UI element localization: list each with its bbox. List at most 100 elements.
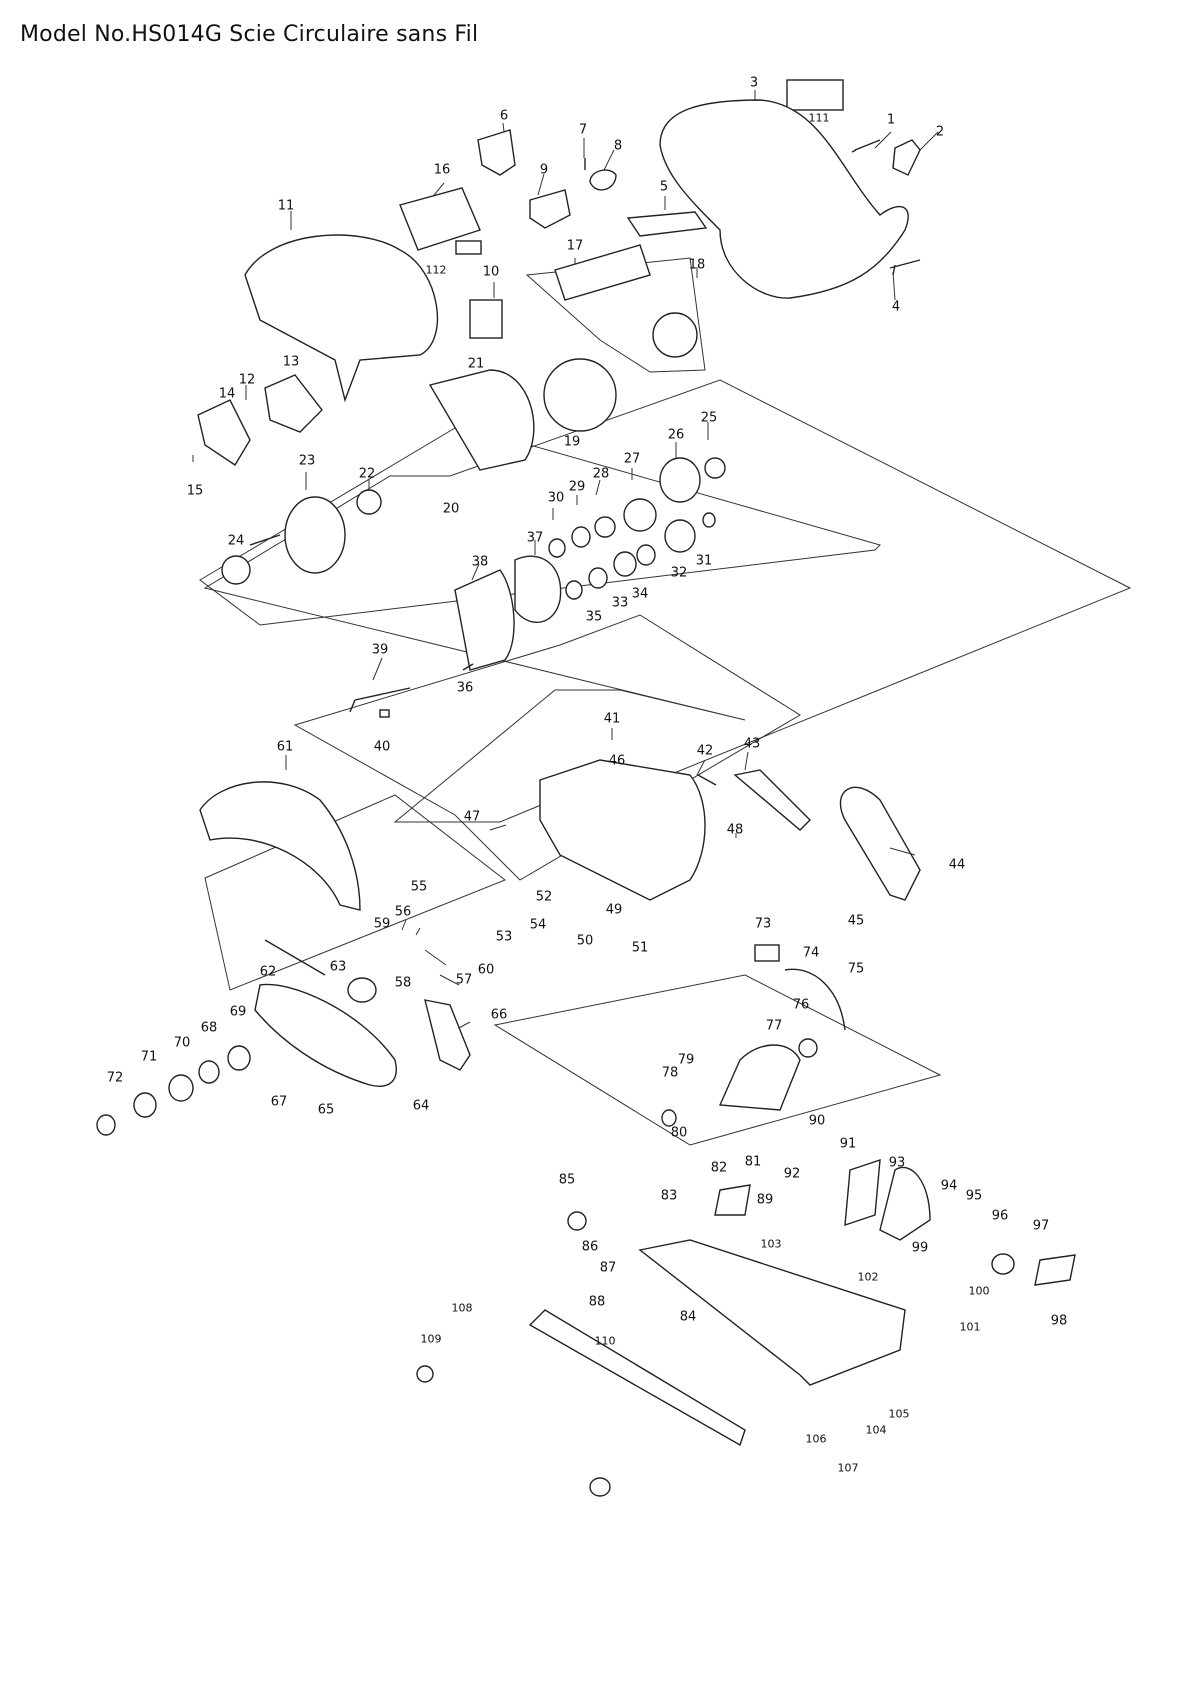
part-number: 9 [539,162,549,178]
part-number: 39 [371,642,389,658]
part-number: 36 [456,680,474,696]
part-number: 68 [200,1020,218,1036]
part-number: 59 [373,916,391,932]
part-82-plate [714,1184,751,1216]
part-number: 101 [959,1320,981,1334]
part-number: 22 [358,466,376,482]
part-number: 100 [968,1284,990,1298]
part-22-bearing [356,489,382,515]
part-gear-case [539,759,706,901]
part-number: 43 [743,736,761,752]
part-76-bushing [798,1038,818,1058]
part-33-bearing [613,551,637,577]
part-number: 48 [726,822,744,838]
part-number: 112 [425,263,447,277]
part-14-clip [197,399,251,466]
part-number: 53 [495,929,513,945]
part-111-sticker [786,79,844,111]
part-number: 110 [594,1334,616,1348]
part-number: 107 [837,1461,859,1475]
part-number: 20 [442,501,460,517]
part-number: 30 [547,490,565,506]
part-shapes [96,79,1076,1497]
part-number: 58 [394,975,412,991]
part-43-bracket [733,769,811,831]
part-40-key [379,709,390,718]
part-number: 14 [218,386,236,402]
part-number: 10 [482,264,500,280]
part-number: 93 [888,1155,906,1171]
part-number: 38 [471,554,489,570]
part-74-arm [784,968,846,1031]
part-2-lever [892,139,921,176]
part-number: 41 [603,711,621,727]
part-number: 32 [670,565,688,581]
part-number: 33 [611,595,629,611]
part-6-switch [477,129,516,176]
part-number: 104 [865,1423,887,1437]
part-28-ring [594,516,616,538]
part-number: 13 [282,354,300,370]
part-13-clip [264,374,323,433]
part-number: 94 [940,1178,958,1194]
part-number: 23 [298,453,316,469]
part-26-gear [659,457,701,503]
part-112-sticker [455,240,482,255]
part-number: 49 [605,902,623,918]
part-number: 54 [529,917,547,933]
part-number: 44 [948,857,966,873]
part-39-spindle [349,687,411,713]
part-number: 73 [754,916,772,932]
part-number: 75 [847,961,865,977]
part-number: 60 [477,962,495,978]
part-23-armature [284,496,346,574]
part-42-spring [697,774,717,786]
part-number: 90 [808,1113,826,1129]
part-number: 62 [259,964,277,980]
part-number: 63 [329,959,347,975]
part-69-ring [227,1045,251,1071]
part-8-cap [589,169,617,191]
part-number: 108 [451,1301,473,1315]
part-62-spring [264,939,326,976]
part-27-gear [623,498,657,532]
part-number: 83 [660,1188,678,1204]
part-number: 24 [227,533,245,549]
part-65-lower-guard [254,983,397,1087]
part-number: 46 [608,753,626,769]
part-number: 86 [581,1239,599,1255]
part-35b-ring [565,580,583,600]
part-number: 45 [847,913,865,929]
part-number: 18 [688,257,706,273]
part-number: 12 [238,372,256,388]
part-number: 98 [1050,1313,1068,1329]
part-21-fan-housing [428,369,535,471]
part-number: 111 [808,111,830,125]
part-number: 29 [568,479,586,495]
part-77-lever [718,1044,801,1111]
part-number: 78 [661,1065,679,1081]
part-61-upper-guard [199,781,361,911]
part-number: 51 [631,940,649,956]
part-number: 66 [490,1007,508,1023]
part-number: 47 [463,809,481,825]
part-number: 96 [991,1208,1009,1224]
part-number: 52 [535,889,553,905]
part-number: 105 [888,1407,910,1421]
part-number: 17 [566,238,584,254]
part-11-cover [244,234,439,403]
part-number: 55 [410,879,428,895]
part-number: 92 [783,1166,801,1182]
part-34-bushing [636,544,656,566]
part-number: 70 [173,1035,191,1051]
part-23-shaft [249,534,281,546]
part-number: 27 [623,451,641,467]
part-19-stator [543,358,617,432]
part-number: 25 [700,410,718,426]
part-number: 89 [756,1192,774,1208]
part-17-brush-holder [554,244,651,301]
part-number: 74 [802,945,820,961]
part-number: 1 [886,112,896,128]
part-44-handle [839,786,921,901]
